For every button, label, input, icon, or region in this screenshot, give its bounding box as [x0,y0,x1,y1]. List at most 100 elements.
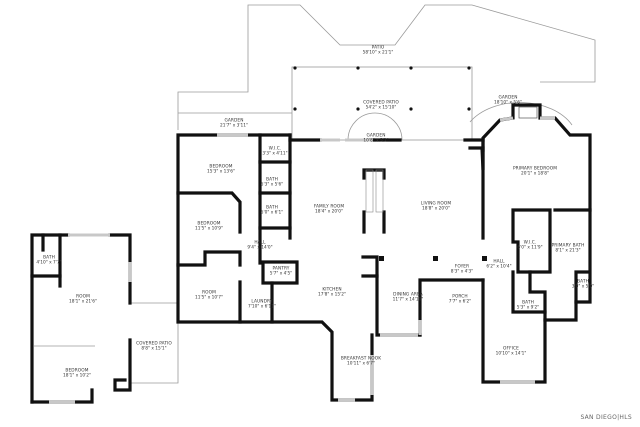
room-name: HALL [254,240,266,246]
room-name: BATH [577,279,589,285]
brand-logo: SAN DIEGO|HLS [580,414,632,421]
room-name: PRIMARY BEDROOM [512,166,558,172]
room-dims: 11'5" x 10'7" [195,296,223,301]
room-dims: 18'10" x 5'6" [494,101,522,106]
room-name: OFFICE [503,346,519,352]
room-dims: 18'1" x 21'6" [69,300,97,305]
room-dims: 10'10" x 14'1" [495,352,527,357]
room-name: W.I.C. [523,240,537,246]
room-name: W.I.C. [268,146,282,152]
room-name: COVERED PATIO [136,341,172,347]
room-dims: 18'1" x 10'2" [63,374,91,379]
room-name: FOYER [454,264,470,270]
room-dims: 8'8" x 15'1" [141,347,167,352]
room-name: BEDROOM [65,368,89,374]
room-name: BEDROOM [197,221,221,227]
room-dims: 5'7" x 4'5" [269,272,293,277]
room-dims: 17'8" x 15'2" [318,293,346,298]
room-name: KITCHEN [322,287,342,293]
room-name: BREAKFAST NOOK [340,356,382,362]
room-name: LIVING ROOM [420,201,452,207]
room-dims: 5'0" x 6'1" [260,211,284,216]
room-dims: 4'10" x 7'7" [36,261,62,266]
room-dims: 10'8" x 5'1" [363,139,389,144]
room-label-wic: W.I.C.3'3" x 4'11" [262,147,287,158]
room-name: LAUNDRY [251,299,273,305]
room-name: HALL [493,259,505,265]
room-name: DINING AREA [393,292,423,298]
room-dims: 5'3" x 5'6" [260,183,284,188]
room-name: PORCH [452,294,468,300]
room-name: BATH [266,177,278,183]
room-name: ROOM [202,290,216,296]
room-dims: 5'3" x 9'2" [516,306,540,311]
room-dims: 7'7" x 6'2" [448,300,472,305]
room-name: GARDEN [224,118,244,124]
room-dims: 8'3" x 4'3" [450,270,474,275]
room-label-wic: W.I.C.6'0" x 11'9" [517,241,542,252]
room-dims: 18'4" x 20'0" [315,210,343,215]
room-name: PANTRY [272,266,290,272]
room-dims: 11'7" x 14'10" [392,298,424,303]
room-dims: 6'2" x 10'4" [486,265,512,270]
room-dims: 18'8" x 20'0" [422,207,450,212]
room-name: PRIMARY BATH [551,243,585,249]
primary-wing-walls [468,103,592,384]
room-name: BATH [266,205,278,211]
room-dims: 21'7" x 3'11" [220,124,248,129]
room-name: BEDROOM [209,164,233,170]
room-name: GARDEN [498,95,518,101]
room-name: GARDEN [366,133,386,139]
room-name: COVERED PATIO [363,100,399,106]
room-name: ROOM [76,294,90,300]
guest-house-walls [30,233,132,404]
room-name: BATH [522,300,534,306]
room-dims: 9'4" x 14'0" [247,246,273,251]
room-name: BATH [43,255,55,261]
main-house-walls [176,133,487,402]
room-name: PATIO [371,45,385,51]
room-dims: 58'10" x 21'1" [362,51,394,56]
room-dims: 8'1" x 21'3" [555,249,581,254]
room-dims: 3'3" x 4'11" [262,152,288,157]
room-name: FAMILY ROOM [313,204,345,210]
patio-posts [293,66,471,111]
room-dims: 20'1" x 18'8" [521,172,549,177]
room-dims: 7'10" x 6'11" [248,305,276,310]
room-dims: 6'0" x 11'9" [517,246,543,251]
room-dims: 3'0" x 5'0" [571,285,595,290]
room-dims: 15'3" x 13'6" [207,170,235,175]
room-dims: 10'11" x 6'7" [347,362,375,367]
room-dims: 54'2" x 15'10" [365,106,397,111]
